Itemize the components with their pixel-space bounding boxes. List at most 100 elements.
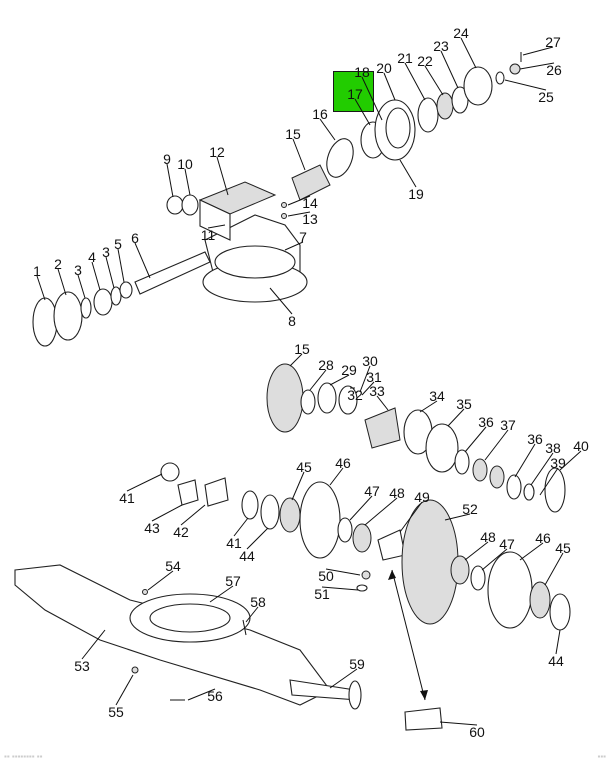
callout-25[interactable]: 25 (538, 89, 554, 105)
callout-22[interactable]: 22 (417, 53, 433, 69)
leader-line-54 (147, 570, 174, 591)
callout-41[interactable]: 41 (226, 535, 242, 551)
part-bearing-22 (436, 92, 454, 120)
callout-5[interactable]: 5 (114, 236, 122, 252)
callout-18[interactable]: 18 (354, 64, 370, 80)
callout-46[interactable]: 46 (535, 530, 551, 546)
leader-line-43 (151, 504, 183, 522)
callout-26[interactable]: 26 (546, 62, 562, 78)
callout-35[interactable]: 35 (456, 396, 472, 412)
callout-23[interactable]: 23 (433, 38, 449, 54)
callout-55[interactable]: 55 (108, 704, 124, 720)
callout-17[interactable]: 17 (347, 86, 363, 102)
callout-34[interactable]: 34 (429, 388, 445, 404)
leader-line-24 (460, 37, 477, 69)
footer-page: ▪▪▪ (597, 752, 606, 761)
callout-60[interactable]: 60 (469, 724, 485, 740)
callout-45[interactable]: 45 (296, 459, 312, 475)
callout-46[interactable]: 46 (335, 455, 351, 471)
leader-line-15 (289, 353, 303, 367)
leader-line-36 (514, 443, 536, 478)
callout-47[interactable]: 47 (364, 483, 380, 499)
callout-10[interactable]: 10 (177, 156, 193, 172)
callout-28[interactable]: 28 (318, 357, 334, 373)
leader-line-1 (36, 275, 46, 301)
callout-3[interactable]: 3 (74, 262, 82, 278)
callout-21[interactable]: 21 (397, 50, 413, 66)
callout-31[interactable]: 31 (366, 369, 382, 385)
callout-30[interactable]: 30 (362, 353, 378, 369)
part-banjo-opening (149, 603, 231, 633)
leader-line-8 (269, 287, 293, 315)
part-washer-51 (356, 584, 368, 592)
callout-50[interactable]: 50 (318, 568, 334, 584)
callout-36[interactable]: 36 (478, 414, 494, 430)
callout-3[interactable]: 3 (102, 244, 110, 260)
leader-line-46 (329, 467, 344, 486)
callout-53[interactable]: 53 (74, 658, 90, 674)
leader-line-45 (291, 471, 305, 501)
leader-line-3 (105, 256, 115, 289)
part-gear-48b (450, 555, 470, 585)
callout-13[interactable]: 13 (302, 211, 318, 227)
callout-24[interactable]: 24 (453, 25, 469, 41)
callout-43[interactable]: 43 (144, 520, 160, 536)
callout-12[interactable]: 12 (209, 144, 225, 160)
callout-4[interactable]: 4 (88, 249, 96, 265)
callout-38[interactable]: 38 (545, 440, 561, 456)
leader-line-47 (481, 548, 508, 571)
leader-line-35 (447, 408, 465, 427)
callout-37[interactable]: 37 (500, 417, 516, 433)
callout-40[interactable]: 40 (573, 438, 589, 454)
callout-1[interactable]: 1 (33, 263, 41, 279)
leader-line-16 (319, 118, 336, 141)
callout-2[interactable]: 2 (54, 256, 62, 272)
callout-9[interactable]: 9 (163, 151, 171, 167)
callout-52[interactable]: 52 (462, 501, 478, 517)
callout-20[interactable]: 20 (376, 60, 392, 76)
part-plate-1 (32, 297, 58, 347)
leader-line-41 (233, 517, 249, 537)
callout-47[interactable]: 47 (499, 536, 515, 552)
highlight-part-17[interactable] (333, 71, 374, 112)
callout-56[interactable]: 56 (207, 688, 223, 704)
callout-54[interactable]: 54 (165, 558, 181, 574)
callout-8[interactable]: 8 (288, 313, 296, 329)
callout-45[interactable]: 45 (555, 540, 571, 556)
callout-42[interactable]: 42 (173, 524, 189, 540)
callout-41[interactable]: 41 (119, 490, 135, 506)
callout-33[interactable]: 33 (369, 383, 385, 399)
leader-line-7 (284, 241, 304, 251)
callout-15[interactable]: 15 (294, 341, 310, 357)
callout-51[interactable]: 51 (314, 586, 330, 602)
callout-59[interactable]: 59 (349, 656, 365, 672)
callout-48[interactable]: 48 (389, 485, 405, 501)
leader-line-51 (321, 586, 359, 591)
callout-36[interactable]: 36 (527, 431, 543, 447)
callout-7[interactable]: 7 (299, 229, 307, 245)
callout-58[interactable]: 58 (250, 594, 266, 610)
callout-49[interactable]: 49 (414, 489, 430, 505)
callout-6[interactable]: 6 (131, 230, 139, 246)
part-plate-10 (181, 194, 199, 216)
callout-15[interactable]: 15 (285, 126, 301, 142)
part-plate-40 (544, 467, 566, 513)
callout-16[interactable]: 16 (312, 106, 328, 122)
part-washer-47b (470, 565, 486, 591)
callout-29[interactable]: 29 (341, 362, 357, 378)
footer-id: ▪▪ ▪▪▪▪▪▪▪▪ ▪▪ (4, 752, 43, 761)
part-13 (281, 213, 287, 219)
callout-48[interactable]: 48 (480, 529, 496, 545)
part-flange-24 (463, 66, 493, 106)
callout-44[interactable]: 44 (548, 653, 564, 669)
part-cover-12-side (199, 199, 231, 241)
callout-27[interactable]: 27 (545, 34, 561, 50)
callout-39[interactable]: 39 (550, 455, 566, 471)
callout-11[interactable]: 11 (201, 227, 216, 243)
callout-44[interactable]: 44 (239, 548, 255, 564)
callout-57[interactable]: 57 (225, 573, 241, 589)
callout-19[interactable]: 19 (408, 186, 424, 202)
callout-32[interactable]: 32 (347, 387, 363, 403)
callout-14[interactable]: 14 (302, 195, 318, 211)
